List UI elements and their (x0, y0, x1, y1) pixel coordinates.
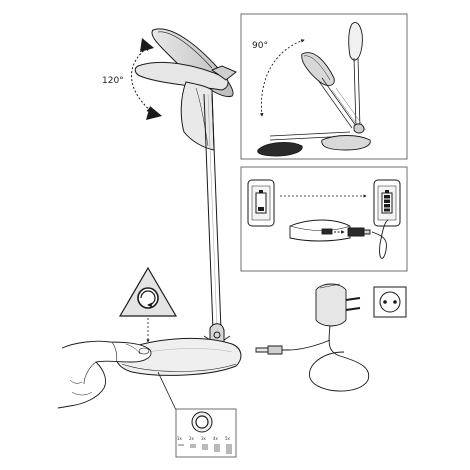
tilt-angle-label: 120° (102, 76, 124, 86)
brightness-label-3: 3x (201, 436, 207, 441)
hand-illustration (57, 340, 152, 409)
usb-cable (347, 219, 389, 259)
eu-socket-icon (373, 286, 407, 318)
brightness-label-1: 1x (177, 436, 183, 441)
main-lamp (116, 28, 242, 376)
lamp-pole (203, 93, 222, 331)
lamp-base-usb-port (289, 219, 351, 242)
phone-low-battery (247, 179, 275, 227)
fold-angle-label: 90° (252, 41, 268, 51)
brightness-levels: 1x 2x 3x 4x 5x (177, 436, 232, 454)
battery-low-icon (255, 190, 267, 214)
touch-button-icon (191, 411, 213, 433)
battery-full-icon (381, 190, 393, 214)
brightness-label-5: 5x (225, 436, 231, 441)
brightness-label-2: 2x (189, 436, 195, 441)
phone-full-battery (373, 179, 401, 227)
folded-lamp (257, 22, 371, 157)
tilt-rotation-arrow (131, 38, 162, 120)
charging-panel (240, 166, 408, 272)
touch-sensor-callout (118, 266, 178, 343)
fold-panel: 90° (240, 13, 408, 160)
brightness-label-4: 4x (213, 436, 219, 441)
power-adapter (255, 283, 370, 392)
control-panel: 1x 2x 3x 4x 5x (157, 371, 237, 458)
fold-rotation-arrow (259, 39, 305, 117)
touch-dial-icon (137, 287, 159, 309)
callout-line (157, 371, 177, 411)
